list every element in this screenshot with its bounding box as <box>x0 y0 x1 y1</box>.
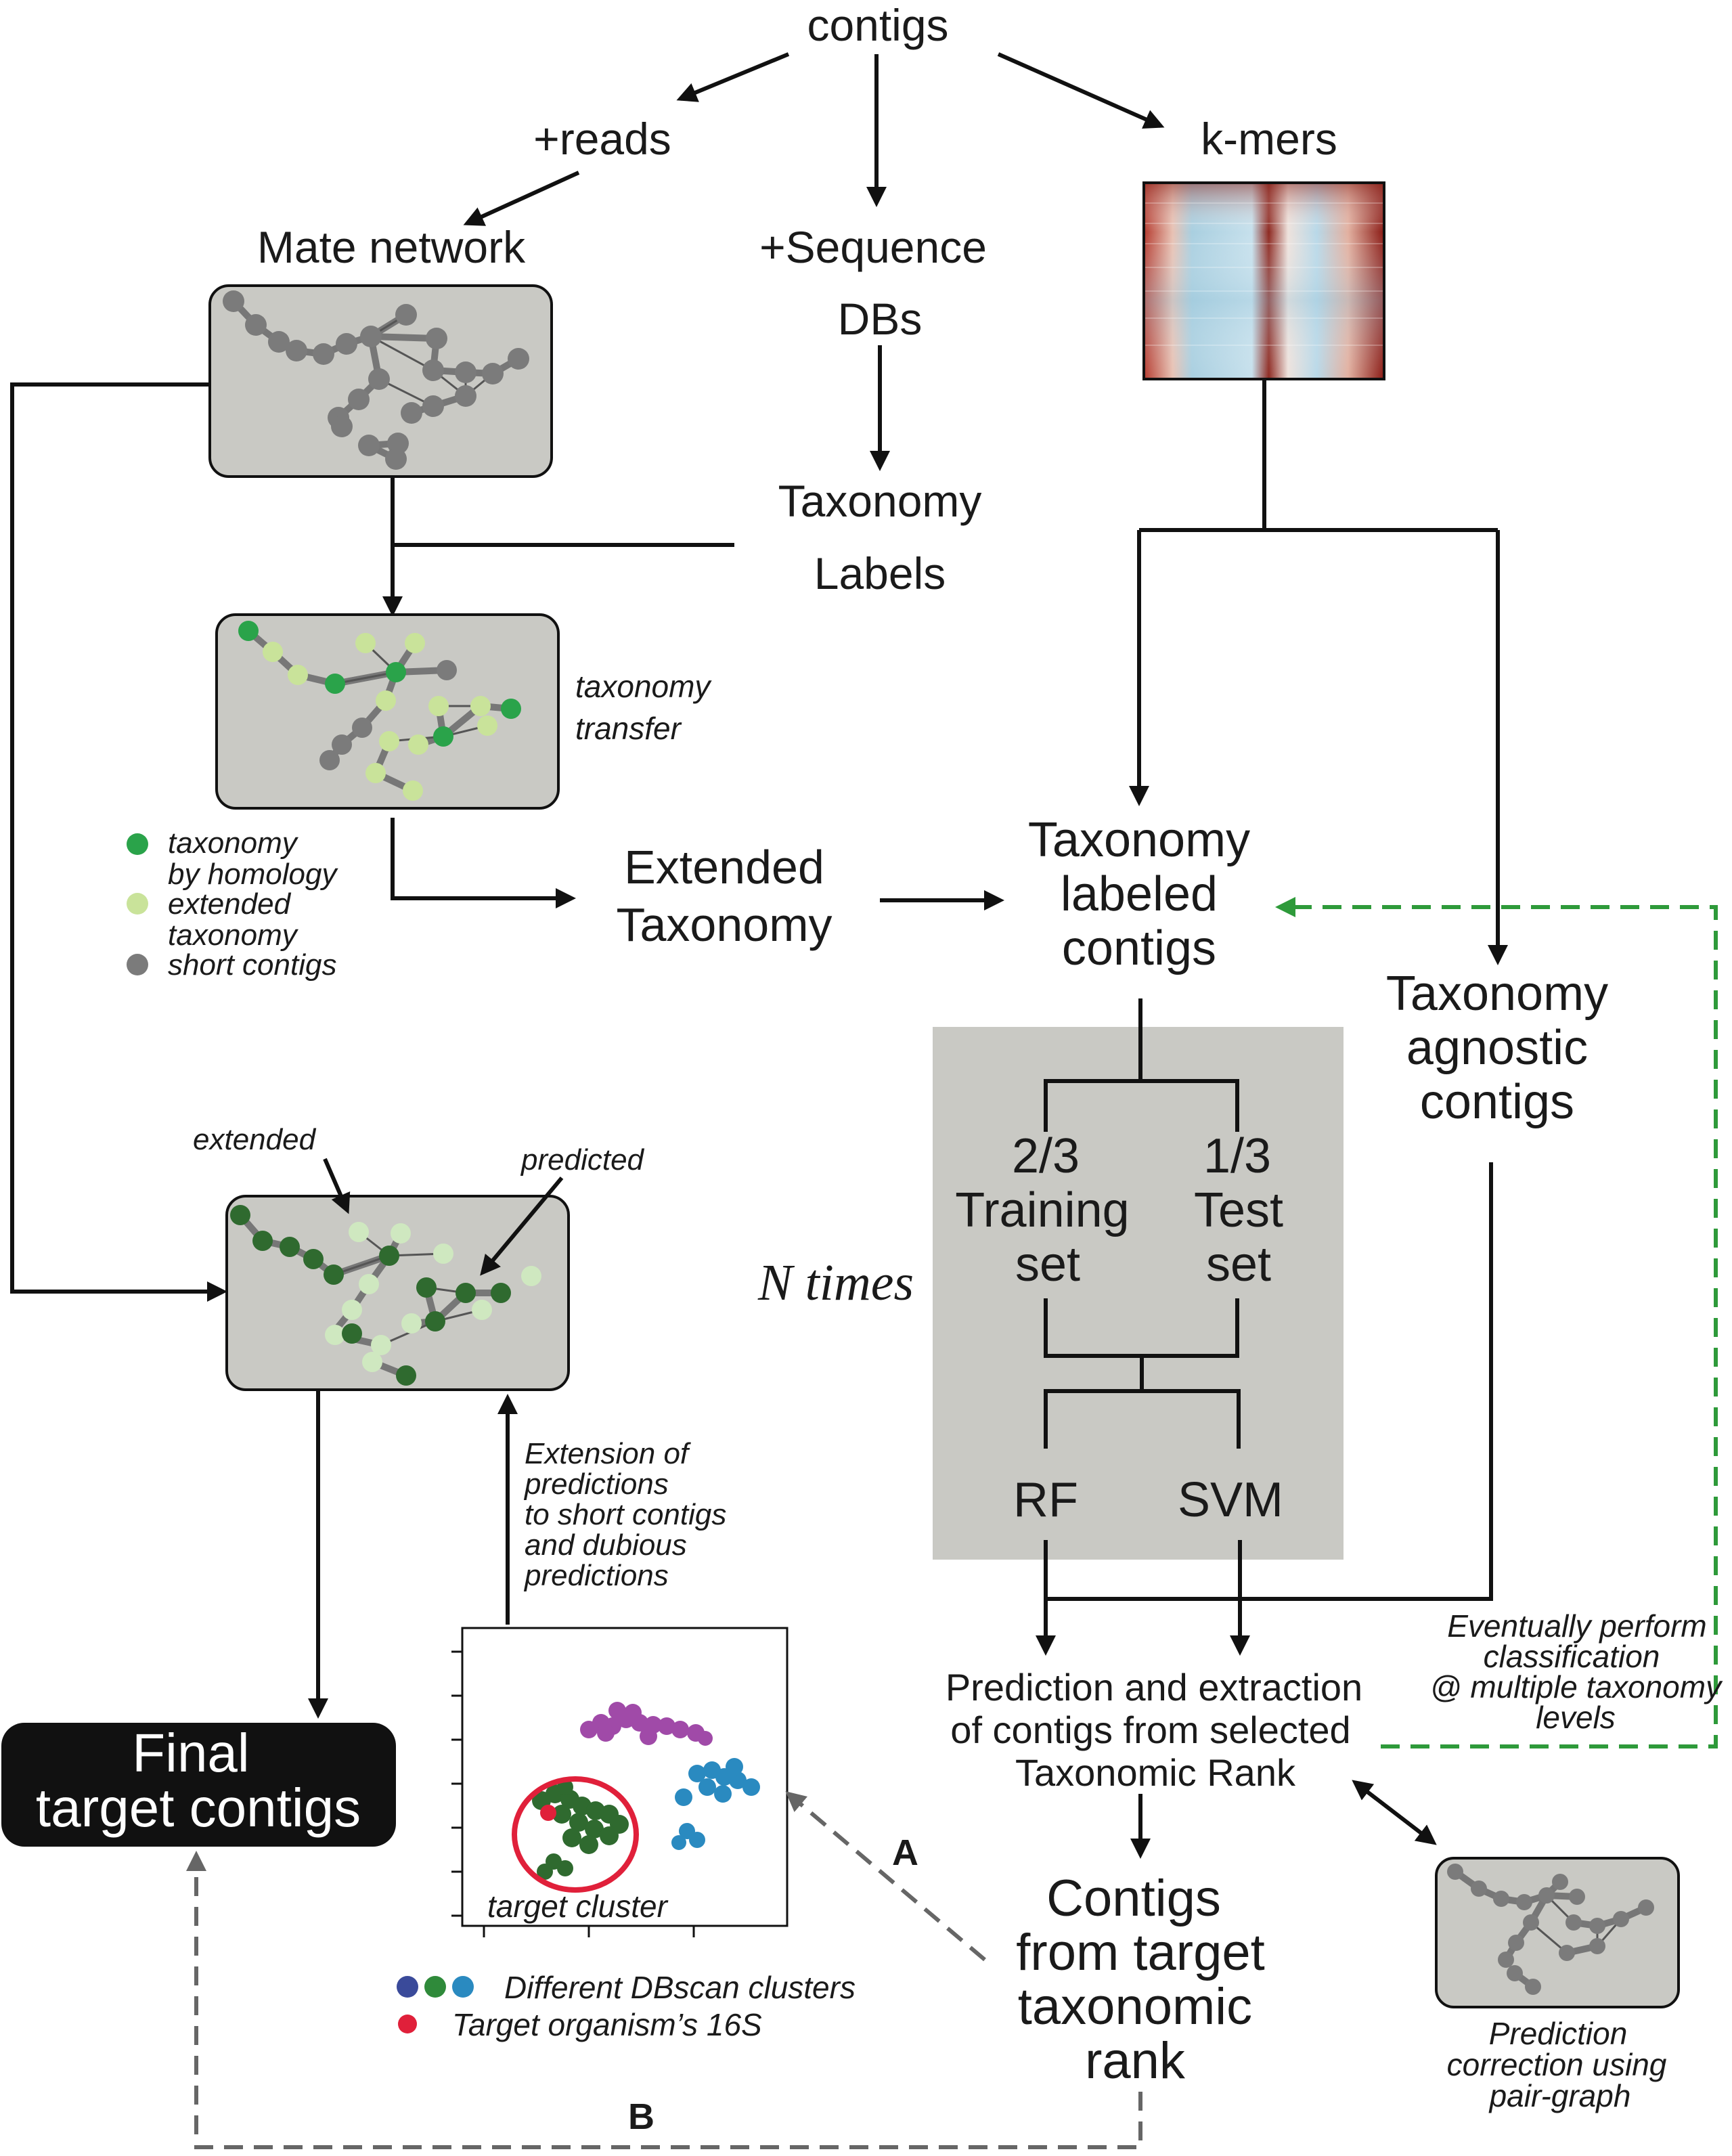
extension-label-1: Extension of <box>525 1437 692 1470</box>
arrow-prediction-pairgraph <box>1352 1780 1437 1845</box>
final-label-2: target contigs <box>36 1778 361 1838</box>
dbscan-cluster-plot: target cluster <box>451 1627 789 1937</box>
agnostic-contigs-label-3: contigs <box>1420 1075 1574 1129</box>
labeled-contigs-label-3: contigs <box>1062 921 1216 975</box>
dbscan-legend: Different DBscan clusters Target organis… <box>397 1970 856 2042</box>
extended-taxonomy-label-2: Taxonomy <box>616 898 832 951</box>
n-times-label: N times <box>757 1254 914 1311</box>
arrow-a <box>785 1791 986 1962</box>
target-rank-label-2: from target <box>1016 1924 1264 1981</box>
taxonomy-transfer-label-1: taxonomy <box>575 669 712 704</box>
legend-homology-label-2: by homology <box>168 858 338 891</box>
legend-short-label: short contigs <box>168 948 336 982</box>
legend-homology-label-1: taxonomy <box>168 827 299 860</box>
legend-short-dot <box>127 954 148 975</box>
mate-network-panel <box>208 284 553 478</box>
pair-graph-label-1: Prediction <box>1489 2016 1628 2051</box>
reads-label: +reads <box>533 114 671 164</box>
target-cluster-label: target cluster <box>487 1889 669 1924</box>
feedback-arrow <box>1275 897 1718 1748</box>
eventually-label-4: levels <box>1536 1700 1616 1735</box>
target-cluster-circle <box>512 1776 639 1893</box>
training-label-3: set <box>1015 1237 1080 1292</box>
extended-taxonomy-label-1: Extended <box>624 841 824 894</box>
eventually-label-1: Eventually perform <box>1447 1608 1707 1644</box>
arrow-contigs-kmers <box>997 52 1165 129</box>
legend-homology-dot <box>127 833 148 855</box>
mate-network-label: Mate network <box>257 222 526 272</box>
predicted-annotation: predicted <box>520 1143 645 1176</box>
arrow-b <box>186 1851 1142 2149</box>
agnostic-contigs-label-1: Taxonomy <box>1386 967 1608 1021</box>
legend-16s-dot <box>398 2015 417 2033</box>
prediction-label-2: of contigs from selected <box>950 1709 1350 1751</box>
kmer-heatmap <box>1142 181 1385 380</box>
arrow-contigs-reads <box>676 52 790 102</box>
legend-dbscan-label: Different DBscan clusters <box>504 1970 856 2005</box>
target-rank-label-3: taxonomic <box>1018 1978 1252 2036</box>
legend-extended-label-1: extended <box>168 887 292 921</box>
extended-annotation: extended <box>193 1123 317 1156</box>
prediction-label-3: Taxonomic Rank <box>1015 1751 1296 1794</box>
extension-label-4: and dubious <box>525 1528 687 1562</box>
test-label-3: set <box>1206 1237 1271 1292</box>
pair-graph-label-2: correction using <box>1447 2047 1667 2082</box>
legend-cluster-dot-3 <box>452 1976 474 1998</box>
target-rank-label-4: rank <box>1085 2032 1186 2090</box>
agnostic-contigs-label-2: agnostic <box>1406 1021 1588 1075</box>
taxonomy-transfer-panel <box>215 613 560 810</box>
taxonomy-legend: taxonomy by homology extended taxonomy s… <box>127 827 338 982</box>
pair-graph-label-3: pair-graph <box>1488 2078 1631 2113</box>
rf-label: RF <box>1013 1473 1078 1527</box>
connector-split <box>1044 1079 1239 1132</box>
taxonomy-labels-label-2: Labels <box>814 548 946 598</box>
connector-models-split <box>1044 1389 1241 1449</box>
taxonomy-labels-label-1: Taxonomy <box>778 476 982 526</box>
extension-label-2: predictions <box>523 1468 669 1501</box>
arrow-extended-annotation <box>323 1158 351 1214</box>
legend-extended-dot <box>127 893 148 915</box>
test-label-1: 1/3 <box>1203 1129 1271 1183</box>
svm-label: SVM <box>1178 1473 1283 1527</box>
legend-16s-label: Target organism’s 16S <box>452 2007 762 2042</box>
taxonomy-transfer-label-2: transfer <box>575 711 682 746</box>
arrow-transfer-extended <box>391 818 576 908</box>
target-rank-label-1: Contigs <box>1046 1870 1221 1927</box>
arrow-reads-mate <box>463 171 580 226</box>
training-box <box>933 1027 1344 1560</box>
training-label-2: Training <box>955 1183 1129 1237</box>
labeled-contigs-label-2: labeled <box>1061 867 1218 921</box>
sequence-dbs-label-2: DBs <box>838 294 923 344</box>
extension-label-3: to short contigs <box>525 1498 726 1531</box>
arrow-b-label: B <box>628 2096 654 2137</box>
legend-extended-label-2: taxonomy <box>168 919 299 952</box>
extension-label-5: predictions <box>523 1559 669 1592</box>
legend-cluster-dot-2 <box>424 1976 446 1998</box>
sequence-dbs-label-1: +Sequence <box>759 222 987 272</box>
final-label-1: Final <box>132 1723 249 1783</box>
prediction-label-1: Prediction and extraction <box>946 1666 1362 1709</box>
labeled-contigs-label-1: Taxonomy <box>1028 813 1250 867</box>
arrow-mate-predicted <box>10 382 227 1302</box>
legend-cluster-dot-1 <box>397 1976 418 1998</box>
arrow-predicted-annotation <box>480 1176 564 1276</box>
target-16s-point <box>540 1805 556 1821</box>
eventually-label-3: @ multiple taxonomy <box>1430 1669 1723 1704</box>
test-label-2: Test <box>1194 1183 1283 1237</box>
eventually-label-2: classification <box>1484 1639 1660 1674</box>
connector-agnostic-prediction <box>1046 1162 1493 1601</box>
final-target-contigs-box: Final target contigs <box>1 1723 396 1847</box>
arrow-a-label: A <box>892 1832 918 1873</box>
contigs-label: contigs <box>807 0 948 50</box>
kmers-label: k-mers <box>1201 114 1337 164</box>
pair-graph-panel <box>1435 1857 1680 2008</box>
predicted-panel <box>225 1195 570 1391</box>
training-label-1: 2/3 <box>1012 1129 1080 1183</box>
